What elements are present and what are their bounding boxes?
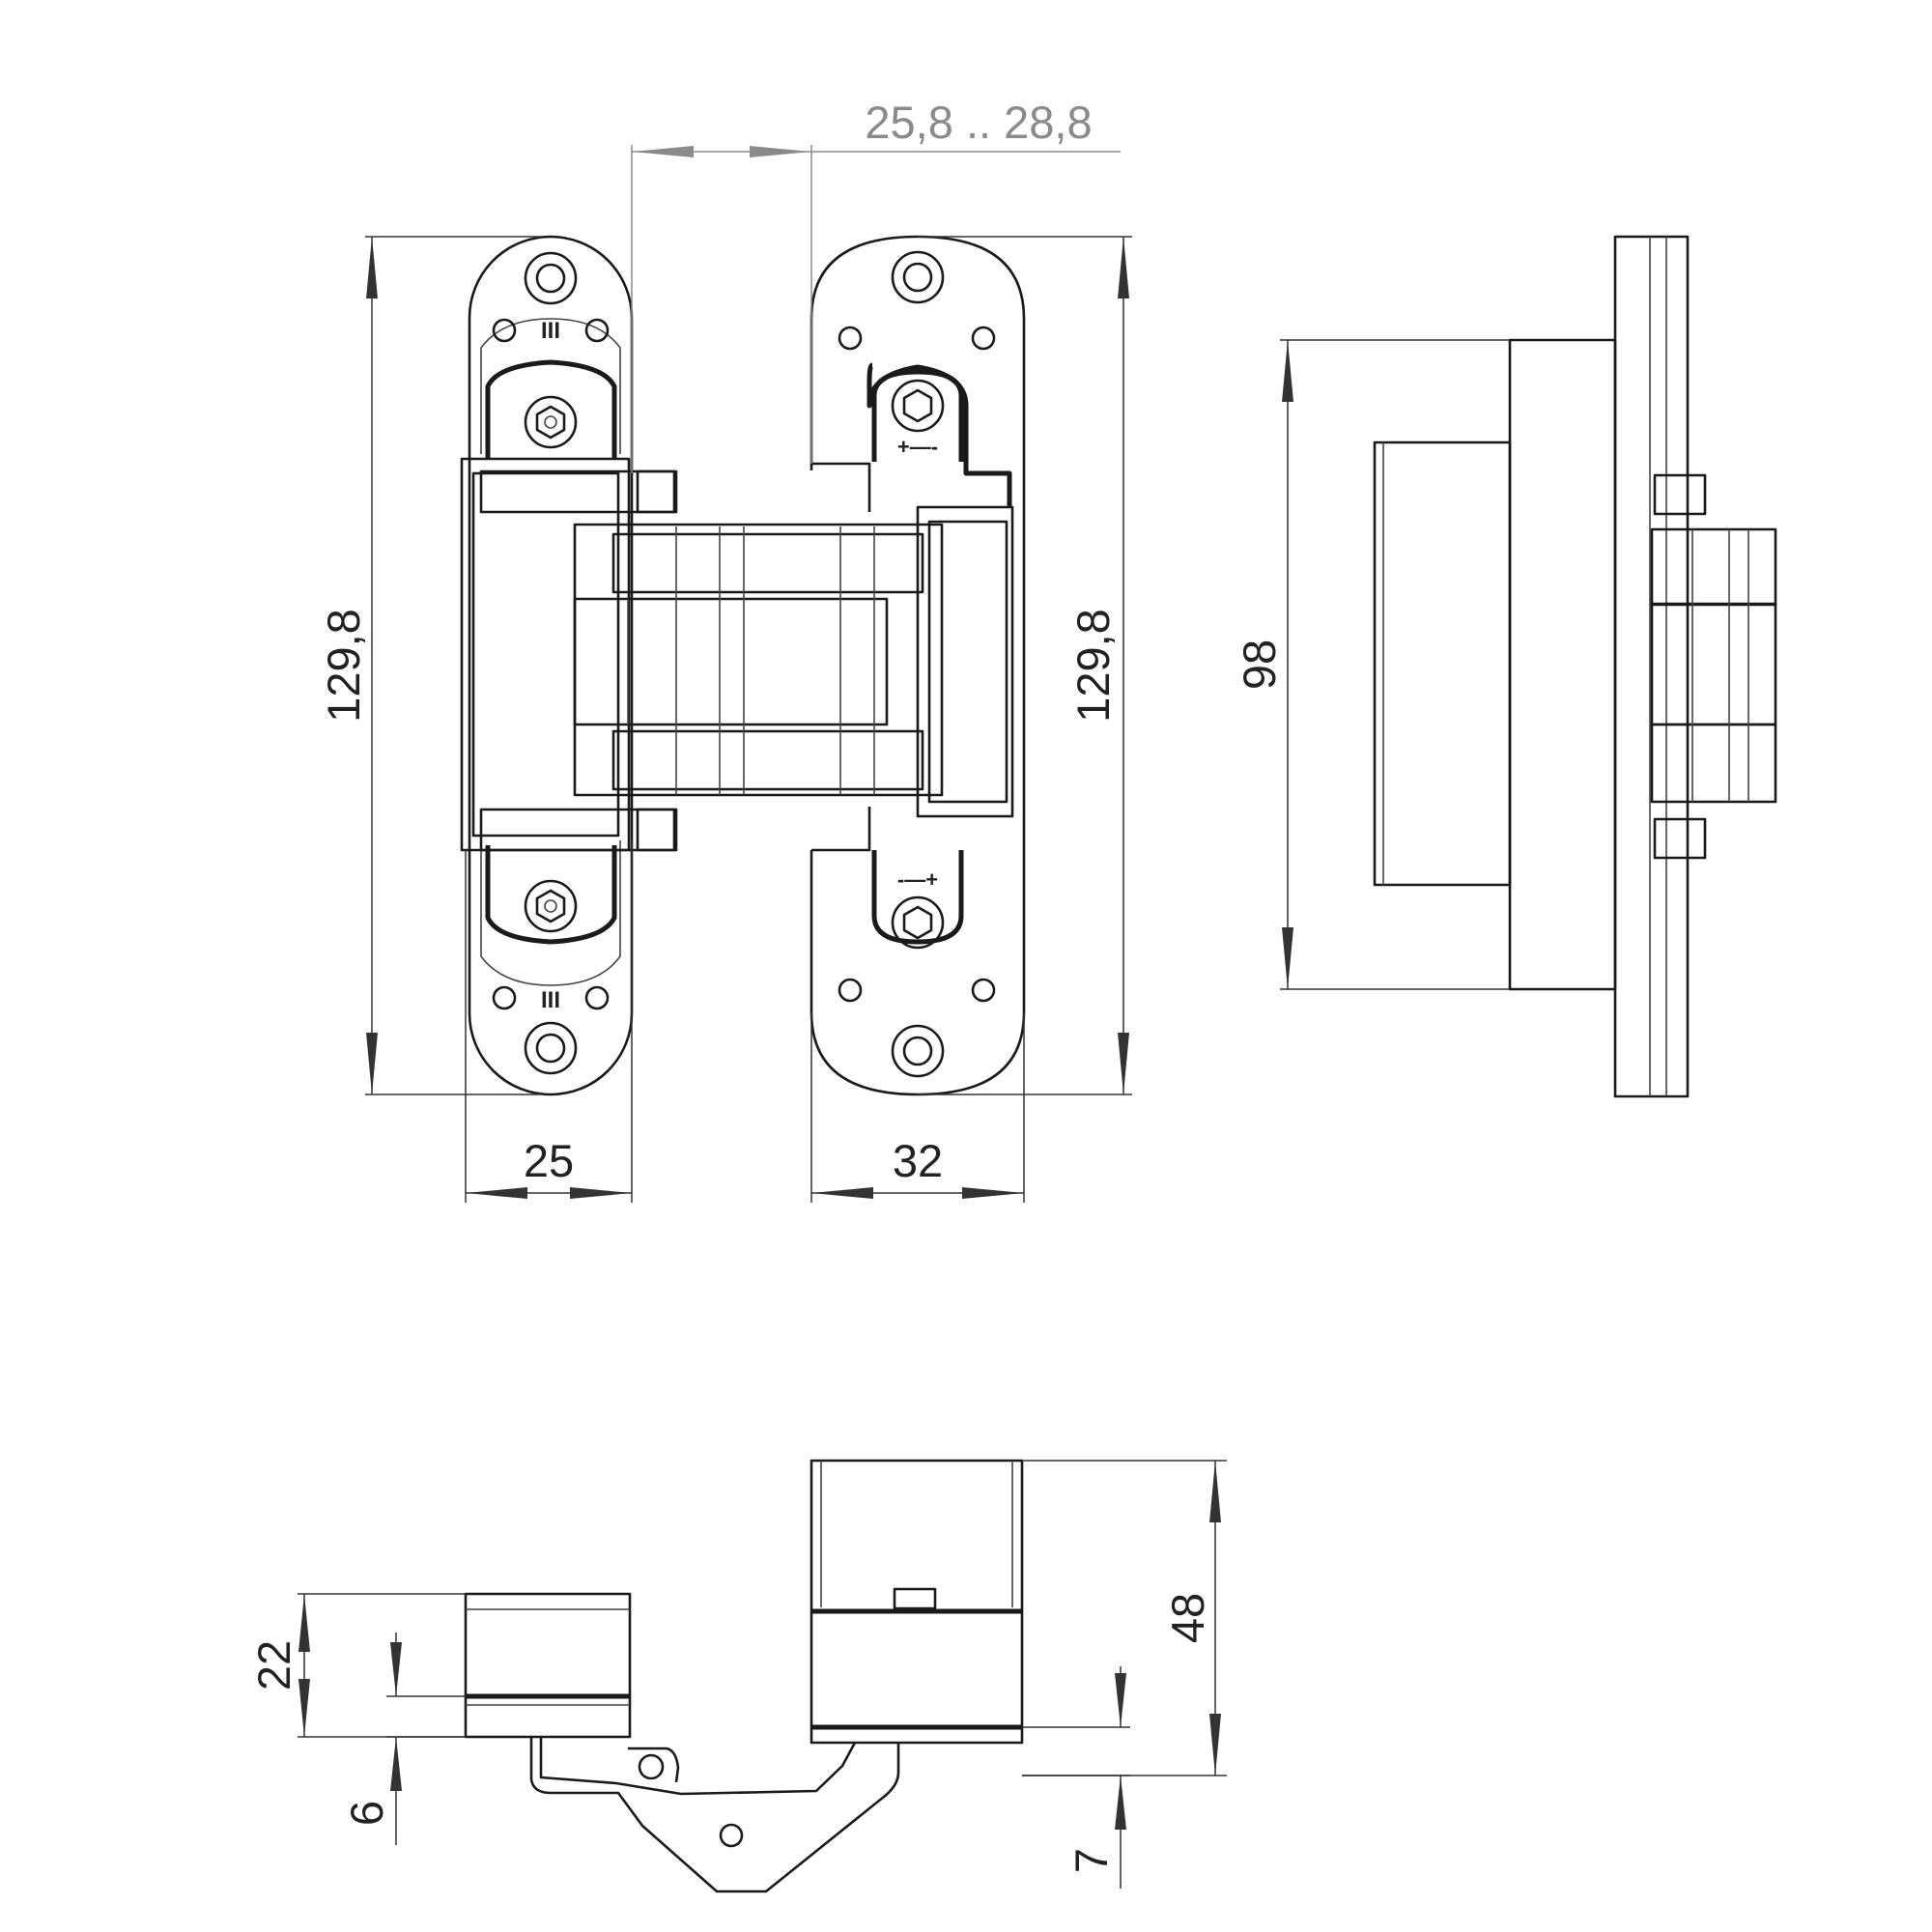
bottom-view xyxy=(464,1459,1024,1893)
left-adjustment-screws xyxy=(524,395,578,933)
dimension-width-left xyxy=(465,840,633,1203)
right-adjustment-screws xyxy=(891,379,945,950)
dimension-side-height xyxy=(1280,339,1510,990)
dimension-bottom-height-b-label: 48 xyxy=(1162,1593,1213,1643)
right-mounting-plate xyxy=(810,235,1026,1096)
dimension-adjust-range-label: 25,8 .. 28,8 xyxy=(865,97,1092,148)
dimension-width-left-label: 25 xyxy=(524,1135,574,1186)
left-plate-screw-holes xyxy=(492,251,610,1075)
left-plate-bottom-mark: III xyxy=(541,987,560,1013)
side-view xyxy=(1373,235,1777,1098)
hinge-link-arms xyxy=(479,469,944,852)
dimension-bottom-offset-a-label: 6 xyxy=(341,1801,392,1826)
dimension-height-right-label: 129,8 xyxy=(1067,609,1119,723)
left-mounting-plate xyxy=(460,235,634,1096)
dimension-height-right xyxy=(918,236,1132,1095)
dimension-height-left xyxy=(365,236,541,1095)
left-plate-top-mark: III xyxy=(541,318,560,344)
dimension-bottom-offset-b-label: 7 xyxy=(1065,1848,1117,1873)
dimension-bottom-height-a-label: 22 xyxy=(248,1640,299,1690)
right-plate-screw-holes xyxy=(838,250,996,1078)
right-plate-top-mark: +—- xyxy=(897,435,938,459)
dimension-bottom-offset-b xyxy=(1022,1666,1130,1889)
dimension-width-right xyxy=(810,1012,1025,1203)
dimension-adjust-range xyxy=(631,145,1121,473)
dimension-bottom-offset-a xyxy=(386,1633,466,1845)
dimension-bottom-height-a xyxy=(298,1593,466,1738)
dimension-side-height-label: 98 xyxy=(1234,639,1285,690)
right-plate-bottom-mark: -—+ xyxy=(897,867,938,892)
dimension-height-left-label: 129,8 xyxy=(318,609,369,723)
dimension-width-right-label: 32 xyxy=(893,1135,943,1186)
